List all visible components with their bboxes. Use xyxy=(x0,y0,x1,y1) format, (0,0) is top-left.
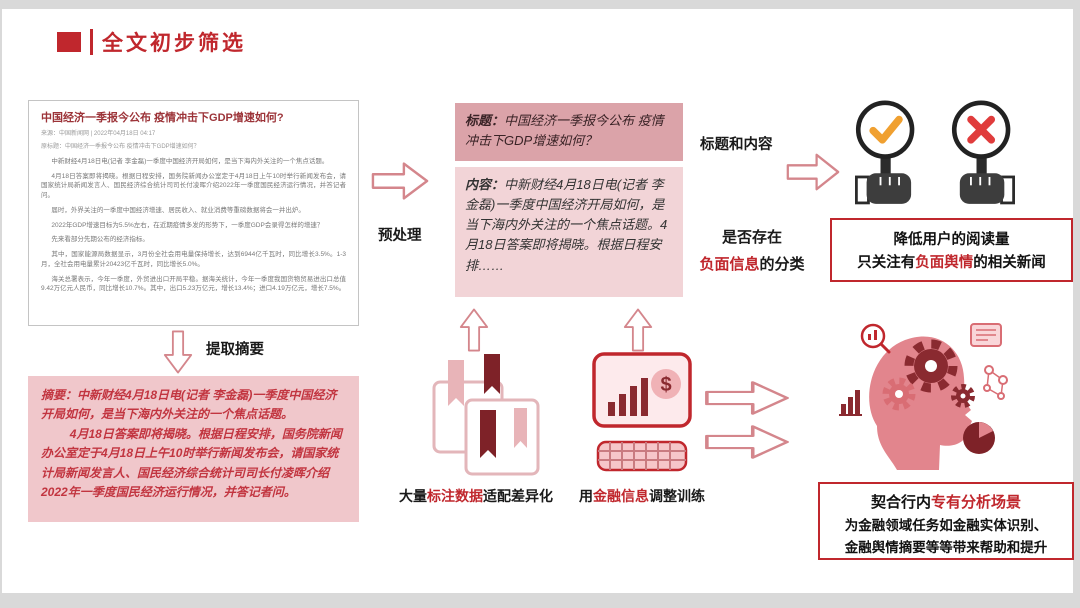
article-meta-1: 来源：中国新闻网 | 2022年04月18日 04:17 xyxy=(41,130,156,137)
result-reading-box: 降低用户的阅读量 只关注有负面舆情的相关新闻 xyxy=(830,218,1073,282)
preprocess-label: 预处理 xyxy=(378,228,422,244)
caption-annotation-red: 标注数据 xyxy=(427,488,483,504)
classification-suffix: 的分类 xyxy=(759,256,805,273)
title-box-prefix: 标题： xyxy=(465,113,505,128)
title-box-text: 中国经济一季报今公布 疫情冲击下GDP增速如何？ xyxy=(465,113,664,149)
article-paragraph: 其中，国家能源局数据显示，3月份全社会用电量保持增长，达到6944亿千瓦时，同比… xyxy=(41,251,346,268)
article-paragraph: 4月18日答案即将揭晓。根据日程安排，国务院新闻办公室定于4月18日上午10时举… xyxy=(41,172,346,200)
result-reading-negative: 负面舆情 xyxy=(915,255,974,272)
bookmark-ribbon-light xyxy=(514,408,527,448)
article-paragraph: 届时，外界关注的一季度中国经济增速、居民收入、就业消费等重磅数据将会一并出炉。 xyxy=(51,206,305,214)
arrow-right-upper-icon xyxy=(705,381,789,415)
classification-negative-info: 负面信息 xyxy=(699,256,760,273)
result-scene-box: 契合行内专有分析场景 为金融领域任务如金融实体识别、 金融舆情摘要等等带来帮助和… xyxy=(818,482,1074,560)
classification-line1: 是否存在 xyxy=(721,229,782,246)
gear-icon xyxy=(904,339,958,393)
caption-annotation-pre: 大量 xyxy=(399,488,427,504)
article-paragraph: 海关总署表示，今年一季度，外贸进出口开局平稳。据海关统计，今年一季度我国货物贸易… xyxy=(41,275,346,293)
arrow-down-icon xyxy=(163,330,193,374)
dollar-symbol: $ xyxy=(660,374,671,396)
result-scene-line1-pre: 契合行内 xyxy=(870,494,931,511)
arrow-up-finance-icon xyxy=(623,308,653,352)
article-paragraph: 2022年GDP增速目标为5.5%左右，在近期疫情多发的形势下，一季度GDP会录… xyxy=(51,221,324,229)
network-graph-icon xyxy=(983,365,1008,400)
head-gears-icon xyxy=(839,323,1008,470)
caption-finance-pre: 用 xyxy=(579,488,593,504)
article-title: 中国经济一季报今公布 疫情冲击下GDP增速如何? xyxy=(41,112,284,124)
article-meta-2: 原标题：中国经济一季报今公布 疫情冲击下GDP增速如何？ xyxy=(41,143,200,150)
keyboard-icon xyxy=(596,440,688,472)
caption-annotation-data: 大量标注数据适配差异化 xyxy=(394,486,558,506)
result-scene-line2: 为金融领域任务如金融实体识别、 xyxy=(844,518,1048,533)
caption-finance-red: 金融信息 xyxy=(593,488,649,504)
arrow-right-lower-icon xyxy=(705,425,789,459)
article-box: 中国经济一季报今公布 疫情冲击下GDP增速如何? 来源：中国新闻网 | 2022… xyxy=(28,100,359,326)
header-accent-bar xyxy=(90,29,93,55)
bookmark-ribbon-dark xyxy=(484,354,500,394)
page-title: 全文初步筛选 xyxy=(102,32,246,55)
gear-icon xyxy=(882,377,916,411)
summary-box: 摘要：中新财经4月18日电(记者 李金磊)一季度中国经济开局如何，是当下海内外关… xyxy=(28,376,359,522)
finance-dashboard-icon: $ xyxy=(592,352,692,472)
article-paragraph: 先来看部分先期公布的经济指标。 xyxy=(51,236,149,244)
content-box: 内容：中新财经4月18日电(记者 李金磊)一季度中国经济开局如何，是当下海内外关… xyxy=(455,167,683,297)
page-header: 全文初步筛选 xyxy=(57,27,246,57)
caption-finance-info: 用金融信息调整训练 xyxy=(576,486,708,506)
result-reading-line2-post: 的相关新闻 xyxy=(973,255,1046,272)
result-reading-line2-pre: 只关注有 xyxy=(857,255,916,272)
content-box-prefix: 内容： xyxy=(465,177,505,192)
magnifier-check-icon xyxy=(855,100,915,205)
result-reading-line2: 只关注有负面舆情的相关新闻 xyxy=(832,252,1071,275)
bar-chart-icon xyxy=(839,390,862,416)
pie-chart-icon xyxy=(963,422,995,454)
summary-text-1: 中新财经4月18日电(记者 李金磊)一季度中国经济开局如何，是当下海内外关注的一… xyxy=(41,388,337,422)
gear-icon xyxy=(951,384,975,408)
arrow-right-classify-icon xyxy=(786,153,840,191)
classification-label: 是否存在 负面信息的分类 xyxy=(670,224,834,278)
bookmark-labels-icon xyxy=(432,354,540,476)
header-accent-block xyxy=(57,32,81,52)
summary-paragraph-1: 摘要：中新财经4月18日电(记者 李金磊)一季度中国经济开局如何，是当下海内外关… xyxy=(41,386,346,425)
caption-annotation-post: 适配差异化 xyxy=(483,488,553,504)
classification-line2: 负面信息的分类 xyxy=(670,251,834,278)
bookmark-ribbon-light xyxy=(448,360,464,406)
article-paragraph: 中新财经4月18日电(记者 李金磊)一季度中国经济开局如何，是当下海内外关注的一… xyxy=(51,157,329,165)
result-scene-line1-red: 专有分析场景 xyxy=(931,494,1022,511)
title-box: 标题：中国经济一季报今公布 疫情冲击下GDP增速如何？ xyxy=(455,103,683,161)
extract-summary-label: 提取摘要 xyxy=(206,342,264,358)
arrow-up-annotation-icon xyxy=(459,308,489,352)
magnifier-cross-icon xyxy=(951,100,1015,205)
content-box-text: 中新财经4月18日电(记者 李金磊)一季度中国经济开局如何，是当下海内外关注的一… xyxy=(465,177,668,273)
result-scene-line3: 金融舆情摘要等等带来帮助和提升 xyxy=(844,539,1048,555)
result-reading-line1: 降低用户的阅读量 xyxy=(893,232,1010,248)
arrow-right-preprocess-icon xyxy=(371,162,429,200)
summary-prefix: 摘要： xyxy=(41,388,78,402)
caption-finance-post: 调整训练 xyxy=(649,488,705,504)
magnifier-chart-icon xyxy=(860,323,891,354)
summary-paragraph-2: 4月18日答案即将揭晓。根据日程安排，国务院新闻办公室定于4月18日上午10时举… xyxy=(41,426,342,500)
result-scene-line1: 契合行内专有分析场景 xyxy=(820,491,1072,515)
bookmark-ribbon-dark xyxy=(480,410,496,458)
document-icon xyxy=(970,323,1002,347)
title-and-content-label: 标题和内容 xyxy=(700,137,773,153)
dollar-circle-icon xyxy=(651,369,681,399)
article-body: 中新财经4月18日电(记者 李金磊)一季度中国经济开局如何，是当下海内外关注的一… xyxy=(41,157,346,294)
